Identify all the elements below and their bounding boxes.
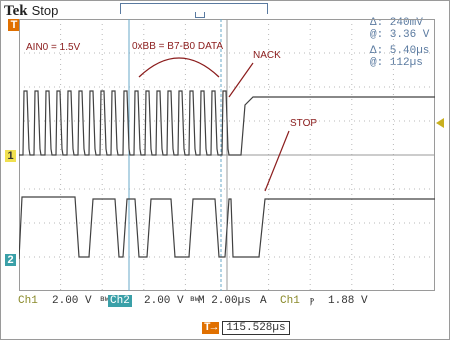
annotation-stop: STOP	[290, 118, 318, 129]
status-bar: Ch1 2.00 V ʙw Ch2 2.00 V ʙw M 2.00µs A C…	[18, 295, 378, 309]
trigger-position-marker[interactable]: T	[8, 19, 20, 31]
waveform-graticule	[19, 19, 435, 291]
stop-arrow	[264, 130, 290, 192]
horizontal-position-bar[interactable]	[120, 3, 268, 14]
ch1-waveform	[19, 90, 435, 156]
ch2-trace-path	[19, 196, 435, 260]
annotation-data: 0xBB = B7-B0 DATA	[132, 41, 224, 52]
horizontal-position-indicator	[195, 12, 205, 18]
ch2-ground-marker[interactable]: 2	[5, 254, 16, 266]
ch2-bandwidth-icon: ʙw	[190, 295, 200, 304]
ch1-bandwidth-icon: ʙw	[100, 295, 110, 304]
annotation-nack: NACK	[253, 50, 281, 61]
trigger-mode: A	[260, 295, 267, 307]
cursor-delta-time: Δ: 5.40µs	[370, 45, 430, 57]
trigger-delay-value[interactable]: 115.528µs	[222, 321, 290, 335]
ch2-label[interactable]: Ch2	[108, 295, 132, 307]
trigger-source[interactable]: Ch1	[280, 295, 300, 307]
nack-arrow	[228, 62, 254, 98]
cursor-at-voltage: @: 3.36 V	[370, 29, 430, 41]
trigger-position-icon: T→	[202, 322, 220, 334]
brand-logo: Tek	[4, 3, 28, 19]
trigger-level-marker[interactable]	[436, 118, 444, 128]
ch2-waveform	[19, 196, 435, 260]
ch1-scale: 2.00 V	[52, 295, 92, 307]
ch2-scale: 2.00 V	[144, 295, 184, 307]
timebase[interactable]: M 2.00µs	[198, 295, 251, 307]
ch1-trace-path	[19, 90, 435, 156]
trigger-level: 1.88 V	[328, 295, 368, 307]
cursor-at-time: @: 112µs	[370, 57, 423, 69]
ch1-ground-marker[interactable]: 1	[5, 150, 16, 162]
ch1-label[interactable]: Ch1	[18, 295, 38, 307]
trigger-slope-icon: ⲣ	[310, 295, 315, 307]
acquisition-state: Stop	[31, 3, 59, 18]
data-bracket-arc	[138, 57, 220, 78]
annotation-ain: AIN0 = 1.5V	[26, 42, 81, 53]
trigger-delay-readout: T→115.528µs	[202, 321, 290, 335]
